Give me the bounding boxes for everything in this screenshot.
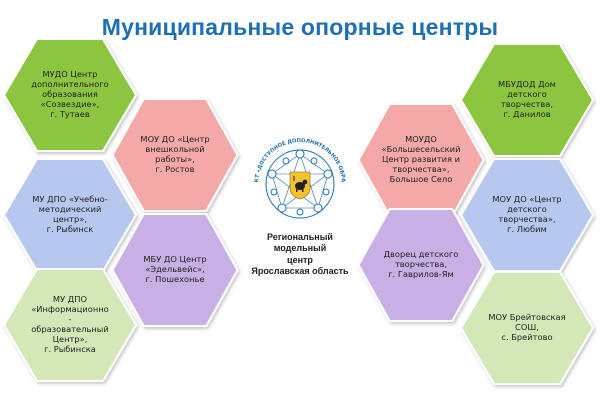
hexagon-danilov [459,43,595,157]
hexagon-breitovo [459,271,595,385]
hexagon-label-danilov: МБУДОД Дом детского творчества, г. Данил… [498,79,556,119]
hexagon-rybinsk-ioc [2,268,138,382]
hexagon-gavrilov-yam [357,208,485,322]
hexagon-label-rybinsk-ioc: МУ ДПО «Информационно - образовательный … [31,294,109,354]
hexagon-label-lyubim: МОУ ДО «Центр детского творчества», г. Л… [492,194,562,234]
hexagon-label-sozvezdie: МУДО Центр дополнительного образования «… [31,69,109,119]
network-nodes [267,149,333,216]
hexagon-label-gavrilov-yam: Дворец детского творчества, г. Гаврилов-… [383,249,459,279]
hexagon-sozvezdie [2,38,138,152]
hexagon-rostov [111,98,239,212]
hexagon-label-breitovo: МОУ Брейтовская СОШ, с. Брейтово [488,312,566,342]
hexagon-label-poshekhonye: МБУ ДО Центр «Эдельвейс», г. Пошехонье [143,254,207,284]
hexagon-label-rybinsk-umc: МУ ДПО «Учебно- методический центр», г. … [32,194,108,234]
regional-center-label: Региональный модельный центр Ярославская… [251,232,349,276]
hexagon-poshekhonye [111,213,239,327]
page-title: Муниципальные опорные центры [101,14,499,40]
bear-coat-of-arms-icon [289,171,311,200]
emblem-logo: ПРИОРИТЕТНЫЙ ПРОЕКТ «ДОСТУПНОЕ ДОПОЛНИТЕ… [244,128,346,219]
hexagon-label-rostov: МОУ ДО «Центр внешкольной работы», г. Ро… [140,134,210,174]
hexagon-label-bolshoe-selo: МОУДО «Большесельский Центр развития и т… [381,134,461,184]
